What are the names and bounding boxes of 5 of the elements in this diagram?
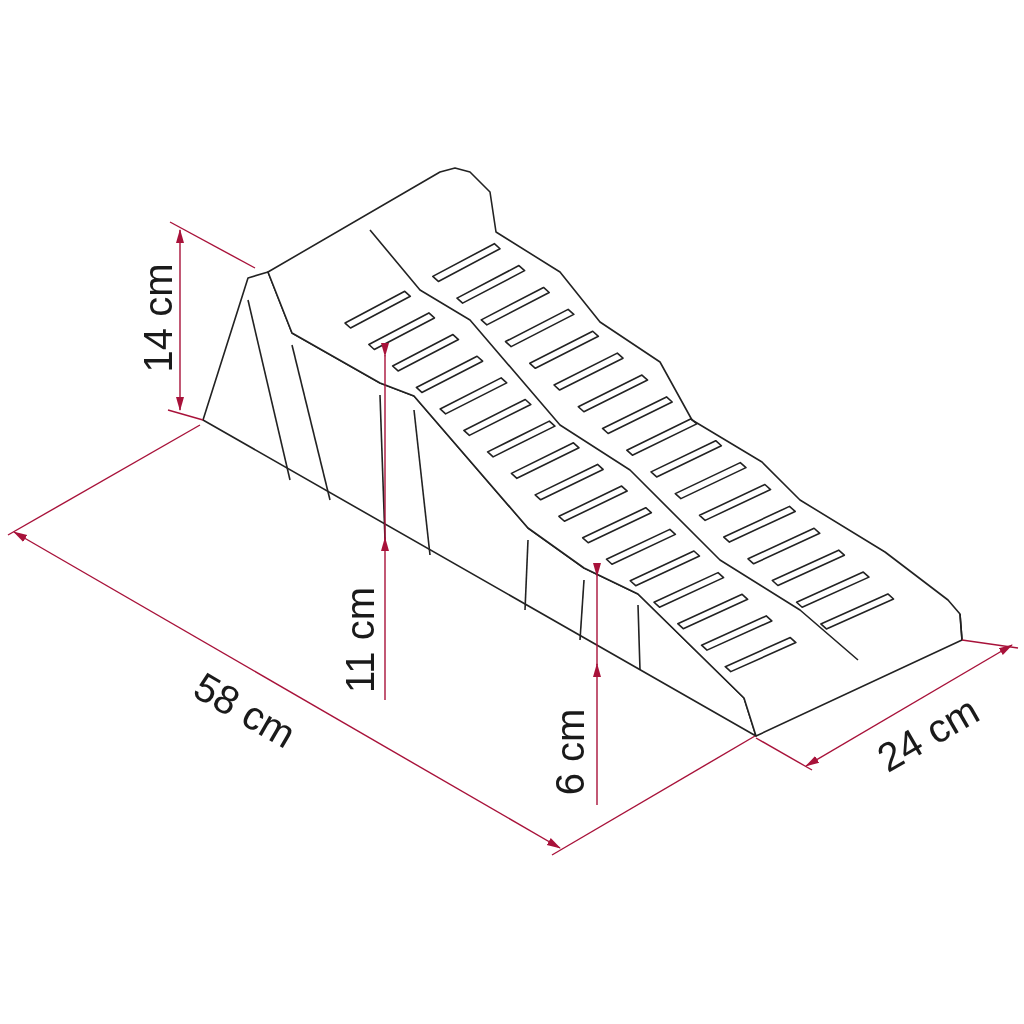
dimension-label: 24 cm bbox=[870, 689, 986, 779]
dimension-label: 11 cm bbox=[340, 587, 380, 693]
dimension-label: 6 cm bbox=[550, 708, 590, 796]
dimension-label: 58 cm bbox=[187, 665, 303, 755]
dimension-label: 14 cm bbox=[138, 263, 178, 373]
